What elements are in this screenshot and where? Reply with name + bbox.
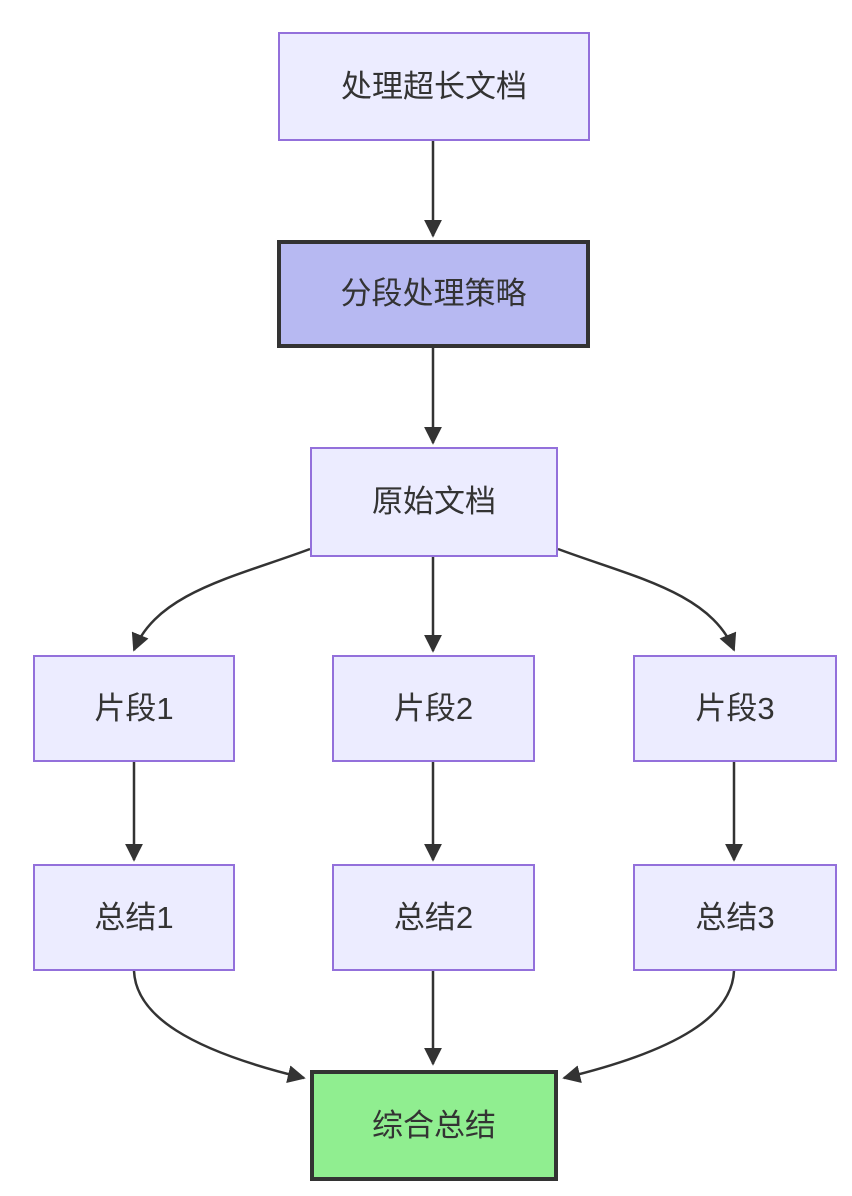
node-fragment-3-label: 片段3 <box>695 690 775 726</box>
node-original-doc-label: 原始文档 <box>372 484 496 520</box>
node-summary-2-label: 总结2 <box>393 899 474 935</box>
node-summary-3-label: 总结3 <box>695 899 775 935</box>
node-summary-2: 总结2 <box>332 864 535 971</box>
node-process-long-doc: 处理超长文档 <box>278 32 590 141</box>
node-fragment-2: 片段2 <box>332 655 535 762</box>
node-segment-strategy: 分段处理策略 <box>277 240 590 348</box>
edge-summary-1-to-final-summary <box>132 970 306 1083</box>
node-fragment-1-label: 片段1 <box>94 690 174 726</box>
node-process-long-doc-label: 处理超长文档 <box>341 68 527 104</box>
edge-original-doc-to-fragment-3 <box>557 547 737 652</box>
node-summary-1-label: 总结1 <box>94 899 174 935</box>
node-summary-1: 总结1 <box>33 864 235 971</box>
node-fragment-3: 片段3 <box>633 655 837 762</box>
edge-summary-3-to-final-summary <box>562 970 736 1083</box>
node-final-summary-label: 综合总结 <box>372 1107 496 1143</box>
edge-original-doc-to-fragment-1 <box>131 547 311 652</box>
node-final-summary: 综合总结 <box>310 1070 558 1181</box>
node-fragment-2-label: 片段2 <box>393 690 474 726</box>
node-fragment-1: 片段1 <box>33 655 235 762</box>
node-segment-strategy-label: 分段处理策略 <box>340 276 527 312</box>
node-original-doc: 原始文档 <box>310 447 558 557</box>
node-summary-3: 总结3 <box>633 864 837 971</box>
